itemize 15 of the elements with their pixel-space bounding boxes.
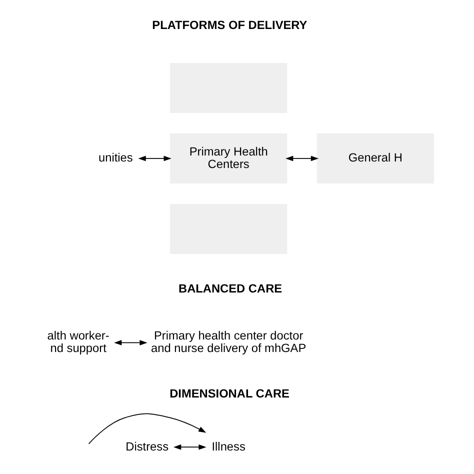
node-text: Illness: [211, 439, 245, 454]
label: DIMENSIONAL CARE: [169, 386, 289, 401]
arrow: [173, 444, 206, 450]
label: PLATFORMS OF DELIVERY: [152, 18, 307, 32]
node-box: Primary Health Centers: [170, 133, 287, 184]
node-box: General H: [316, 133, 434, 184]
node-text: Distress: [125, 439, 168, 454]
node-text: Primary health center doctor and nurse delivery of mhGAP: [150, 328, 306, 356]
arrow: [138, 156, 171, 162]
node-text: alth worker- nd support: [46, 328, 109, 356]
label: BALANCED CARE: [178, 281, 282, 296]
arrow: [285, 156, 318, 162]
arrow: [88, 413, 206, 444]
arrow: [114, 340, 147, 346]
node-text: unities: [98, 150, 132, 165]
